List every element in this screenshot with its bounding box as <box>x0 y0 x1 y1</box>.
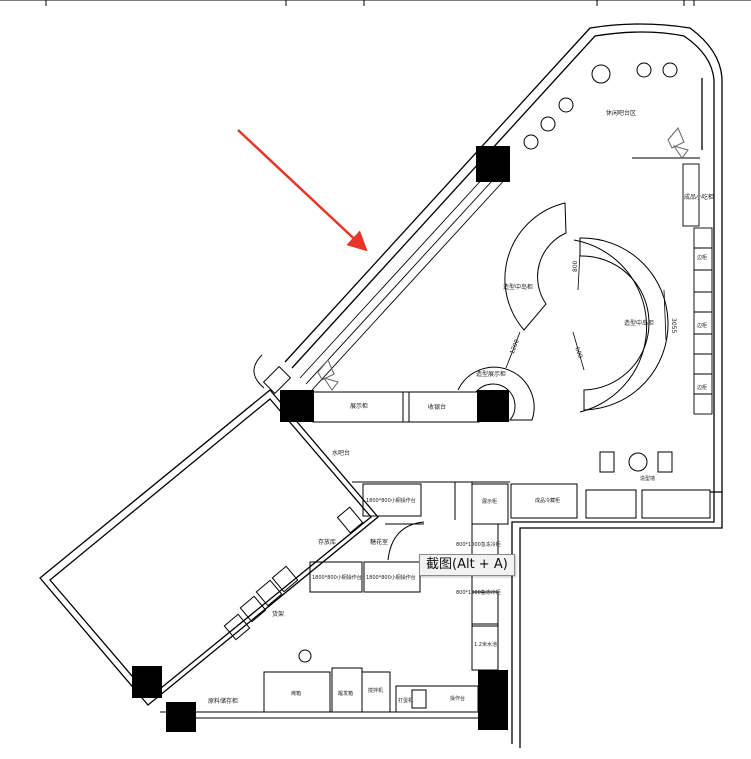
label-display-cabinet: 展示柜 <box>350 402 368 410</box>
bar-stools <box>523 62 678 473</box>
storage-boxes <box>223 565 299 641</box>
counters <box>312 391 480 423</box>
label-print: 打蛋机 <box>398 697 413 704</box>
label-shelf: 货架 <box>272 610 284 618</box>
screenshot-tooltip: 截图(Alt + A) <box>419 554 515 576</box>
entrance-door <box>253 354 292 395</box>
label-styling-display: 造型展示柜 <box>476 370 506 378</box>
bottom-row <box>160 649 479 719</box>
label-styling-island-1: 造型中岛柜 <box>503 283 533 291</box>
column <box>166 702 196 732</box>
label-cooler-1: 800*1000急冻冷柜 <box>456 541 501 548</box>
side-cabinets <box>632 157 713 415</box>
columns <box>132 146 510 732</box>
plant-icon <box>317 127 689 391</box>
label-oven: 烤箱 <box>291 690 301 697</box>
label-storage-rack: 原料储存柜 <box>208 697 238 705</box>
dim-600: 600 <box>573 346 584 359</box>
column <box>477 390 509 422</box>
label-fridge-console-1: 1800*800小橱操作台 <box>366 497 416 504</box>
label-fridge-console-2: 1800*800小橱操作台 <box>312 574 362 581</box>
label-mixer: 搅拌机 <box>368 687 383 694</box>
dimension-lines <box>505 251 667 371</box>
dim-3055: 3055 <box>670 318 677 333</box>
column <box>476 146 510 182</box>
label-console-bottom: 操作台 <box>450 695 465 702</box>
styling-islands <box>457 202 669 421</box>
outer-walls <box>284 23 723 748</box>
annotation-arrow <box>237 129 368 252</box>
dim-800: 800 <box>572 260 579 272</box>
workshop-block <box>39 389 379 706</box>
label-cashier: 收银台 <box>428 403 446 411</box>
dim-1200: 1200 <box>509 338 521 355</box>
label-fridge-console-3: 1800*800小橱操作台 <box>366 574 416 581</box>
label-finished-cooler: 成品冷藏柜 <box>535 497 560 504</box>
label-water-bar: 水吧台 <box>332 449 350 457</box>
window-strip <box>299 162 510 391</box>
label-side-cab-2: 边柜 <box>697 322 707 329</box>
label-finished-cabinet: 成品小吃柜 <box>684 193 714 201</box>
label-styling-wall: 造型墙 <box>640 475 655 482</box>
label-rest-bar: 休闲吧台区 <box>606 109 636 117</box>
top-ruler <box>0 0 751 6</box>
column <box>132 666 162 698</box>
label-display-cabinet-2: 展示柜 <box>482 498 497 505</box>
label-dessert-area: 糖花室 <box>370 538 388 546</box>
column <box>280 390 314 422</box>
column <box>478 670 508 700</box>
label-cooler-2: 800*1000急冻冷柜 <box>456 589 501 596</box>
label-side-cab-1: 边柜 <box>697 254 707 261</box>
label-warehouse: 存放库 <box>318 538 336 546</box>
column <box>478 700 508 730</box>
label-proofer: 醒发箱 <box>338 690 353 697</box>
label-sink: 1.2米水池 <box>474 641 497 648</box>
label-side-cab-3: 边柜 <box>697 384 707 391</box>
label-styling-island-2: 造型中岛柜 <box>624 319 654 327</box>
